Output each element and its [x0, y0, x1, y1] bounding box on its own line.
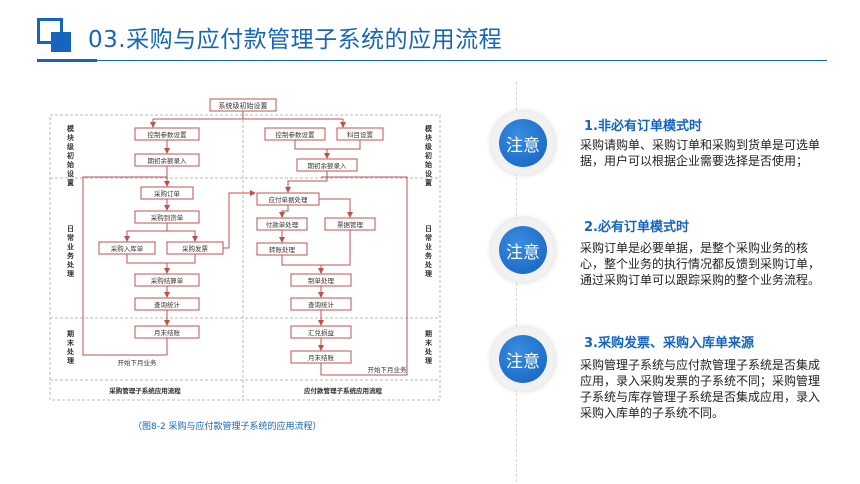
footer-left-label: 采购管理子系统应用流程 [109, 386, 181, 395]
note-2-title: 2.必有订单模式时 [584, 220, 689, 235]
p-arrival-label: 采购到货单 [151, 213, 184, 222]
right-row-label-1: 模块级初始设置 [424, 124, 433, 187]
badge-2-label: 注意 [499, 226, 547, 274]
p-control-label: 控制参数设置 [148, 130, 188, 139]
p-init-balance-label: 期初余额录入 [148, 156, 188, 165]
p-query-label: 查询统计 [154, 300, 181, 309]
logo-icon [37, 18, 71, 52]
a-voucher-label: 制单处理 [308, 276, 335, 285]
a-subject-label: 科目设置 [347, 130, 374, 139]
a-month-end-label: 月末结账 [308, 353, 335, 362]
p-stock-in-label: 采购入库单 [111, 244, 144, 253]
node-system-init-label: 系统级初始设置 [219, 101, 268, 110]
a-init-balance-label: 期初余额录入 [308, 161, 348, 170]
note-3-text: 采购管理子系统与应付款管理子系统是否集成应用，录入采购发票的子系统不同；采购管理… [580, 358, 821, 420]
a-control-label: 控制参数设置 [276, 130, 316, 139]
diagram-frame [49, 114, 441, 401]
page-title: 03.采购与应付款管理子系统的应用流程 [88, 27, 503, 53]
p-order-label: 采购订单 [154, 189, 181, 198]
left-row-label-3: 期末处理 [66, 329, 75, 365]
badge-2: 注意 [491, 218, 555, 282]
flow-diagram: 系统级初始设置 模块级初始设置 日常业务处理 期末处理 模块级初始设置 日常业务… [47, 93, 443, 403]
title-divider [37, 59, 827, 62]
a-next-month-label: 开始下月业务 [368, 365, 408, 374]
badge-3: 注意 [491, 327, 555, 391]
a-query-label: 查询统计 [308, 300, 335, 309]
figure-caption: （图8-2 采购与应付款管理子系统的应用流程） [133, 422, 322, 432]
p-invoice-label: 采购发票 [182, 244, 209, 253]
footer-right-label: 应付款管理子系统应用流程 [304, 386, 383, 395]
p-next-month-label: 开始下月业务 [118, 358, 158, 367]
note-1-text: 采购请购单、采购订单和采购到货单是可选单据，用户可以根据企业需要选择是否使用； [580, 138, 821, 168]
left-row-label-1: 模块级初始设置 [66, 124, 75, 187]
a-bill-label: 票据管理 [337, 220, 364, 229]
right-row-label-2: 日常业务处理 [424, 225, 433, 278]
a-transfer-label: 转账处理 [269, 245, 296, 254]
a-doc-process-label: 应付单据处理 [269, 195, 309, 204]
dashed-divider [516, 82, 517, 482]
a-exchange-label: 汇兑损益 [308, 328, 335, 337]
a-payment-label: 付款单处理 [266, 220, 299, 229]
p-settle-label: 采购结算单 [151, 276, 184, 285]
left-row-label-2: 日常业务处理 [66, 225, 75, 278]
note-2-text: 采购订单是必要单据，是整个采购业务的核心，整个业务的执行情况都反馈到采购订单，通… [580, 241, 821, 287]
badge-3-label: 注意 [499, 335, 547, 383]
note-3-title: 3.采购发票、采购入库单来源 [584, 336, 754, 351]
p-month-end-label: 月末结账 [154, 328, 181, 337]
badge-1: 注意 [491, 111, 555, 175]
right-row-label-3: 期末处理 [424, 329, 433, 365]
badge-1-label: 注意 [499, 119, 547, 167]
note-1-title: 1.非必有订单模式时 [584, 119, 702, 134]
